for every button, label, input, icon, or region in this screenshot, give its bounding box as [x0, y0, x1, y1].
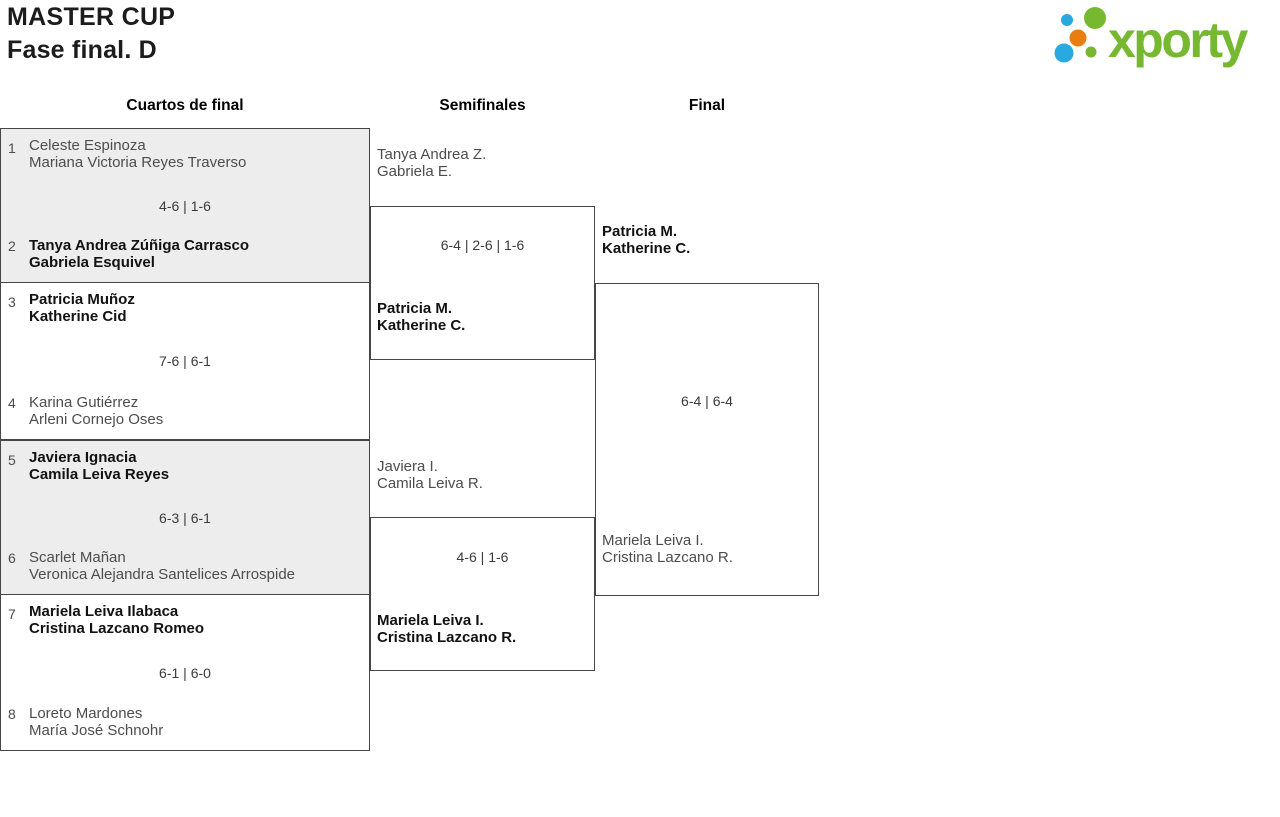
- logo-dot: [1069, 29, 1087, 47]
- round-header-final: Final: [688, 97, 726, 114]
- team-name: Mariela Leiva I. Cristina Lazcano R.: [377, 612, 516, 646]
- player-name: Katherine C.: [377, 317, 466, 334]
- team-name: Mariela Leiva Ilabaca Cristina Lazcano R…: [29, 603, 204, 637]
- player-name: Katherine C.: [602, 240, 691, 257]
- match-score: 6-3 | 6-1: [159, 509, 211, 526]
- qf-match-4: 7 Mariela Leiva Ilabaca Cristina Lazcano…: [0, 595, 370, 751]
- team-name: Patricia Muñoz Katherine Cid: [29, 291, 135, 325]
- player-name: Mariela Leiva I.: [602, 532, 704, 549]
- team-name: Celeste Espinoza Mariana Victoria Reyes …: [29, 137, 246, 171]
- team-name: Karina Gutiérrez Arleni Cornejo Oses: [29, 394, 163, 428]
- page-subtitle: Fase final. D: [7, 36, 157, 64]
- seed-number: 3: [8, 294, 16, 310]
- player-name: Patricia M.: [377, 300, 453, 317]
- player-name: Tanya Andrea Zúñiga Carrasco: [29, 237, 250, 254]
- sf-match-2: [370, 517, 595, 671]
- player-name: Loreto Mardones: [29, 705, 143, 722]
- seed-number: 5: [8, 452, 16, 468]
- match-score: 6-1 | 6-0: [159, 664, 211, 681]
- team-name: Patricia M. Katherine C.: [602, 223, 690, 257]
- team-name: Mariela Leiva I. Cristina Lazcano R.: [602, 532, 733, 566]
- final-match: [595, 283, 819, 596]
- player-name: Mariana Victoria Reyes Traverso: [29, 154, 247, 171]
- match-score: 6-4 | 6-4: [681, 393, 733, 409]
- player-name: Arleni Cornejo Oses: [29, 411, 164, 428]
- team-name: Javiera I. Camila Leiva R.: [377, 458, 483, 492]
- seed-number: 4: [8, 395, 16, 411]
- team-name: Javiera Ignacia Camila Leiva Reyes: [29, 449, 169, 483]
- logo-wordmark: xporty: [1108, 12, 1249, 68]
- seed-number: 8: [8, 706, 16, 722]
- player-name: Javiera Ignacia: [29, 449, 137, 466]
- team-name: Tanya Andrea Zúñiga Carrasco Gabriela Es…: [29, 237, 249, 271]
- team-name: Patricia M. Katherine C.: [377, 300, 465, 334]
- logo-dot: [1085, 46, 1097, 58]
- logo-dot: [1054, 43, 1074, 63]
- logo-dot: [1061, 14, 1073, 26]
- player-name: María José Schnohr: [29, 722, 164, 739]
- seed-number: 6: [8, 550, 16, 566]
- player-name: Scarlet Mañan: [29, 549, 126, 566]
- player-name: Patricia M.: [602, 223, 678, 240]
- player-name: Camila Leiva R.: [377, 475, 483, 492]
- team-name: Loreto Mardones María José Schnohr: [29, 705, 163, 739]
- player-name: Camila Leiva Reyes: [29, 466, 170, 483]
- player-name: Cristina Lazcano R.: [602, 549, 733, 566]
- seed-number: 1: [8, 140, 16, 156]
- player-name: Gabriela E.: [377, 163, 453, 180]
- player-name: Veronica Alejandra Santelices Arrospide: [29, 566, 296, 583]
- player-name: Cristina Lazcano R.: [377, 629, 517, 646]
- player-name: Celeste Espinoza: [29, 137, 146, 154]
- seed-number: 2: [8, 238, 16, 254]
- round-header-cuartos-de-final: Cuartos de final: [126, 97, 244, 114]
- seed-number: 7: [8, 606, 16, 622]
- match-score: 7-6 | 6-1: [159, 353, 211, 369]
- player-name: Patricia Muñoz: [29, 291, 135, 308]
- qf-match-3: 5 Javiera Ignacia Camila Leiva Reyes 6-3…: [0, 440, 370, 595]
- round-header-semifinales: Semifinales: [439, 97, 526, 114]
- page-title: MASTER CUP: [7, 3, 176, 31]
- player-name: Tanya Andrea Z.: [377, 146, 487, 163]
- team-name: Tanya Andrea Z. Gabriela E.: [377, 146, 486, 180]
- logo-dot: [1084, 7, 1106, 29]
- player-name: Mariela Leiva Ilabaca: [29, 603, 179, 620]
- player-name: Cristina Lazcano Romeo: [29, 620, 205, 637]
- qf-match-1: 1 Celeste Espinoza Mariana Victoria Reye…: [0, 128, 370, 283]
- team-name: Scarlet Mañan Veronica Alejandra Santeli…: [29, 549, 295, 583]
- player-name: Karina Gutiérrez: [29, 394, 139, 411]
- match-score: 4-6 | 1-6: [456, 549, 509, 565]
- sf-match-1: [370, 206, 595, 360]
- match-score: 6-4 | 2-6 | 1-6: [440, 237, 525, 253]
- xporty-logo[interactable]: xporty: [1044, 2, 1276, 72]
- player-name: Mariela Leiva I.: [377, 612, 484, 629]
- player-name: Katherine Cid: [29, 308, 127, 325]
- player-name: Gabriela Esquivel: [29, 254, 155, 271]
- qf-match-2: 3 Patricia Muñoz Katherine Cid 7-6 | 6-1…: [0, 283, 370, 440]
- player-name: Javiera I.: [377, 458, 438, 475]
- match-score: 4-6 | 1-6: [159, 197, 211, 214]
